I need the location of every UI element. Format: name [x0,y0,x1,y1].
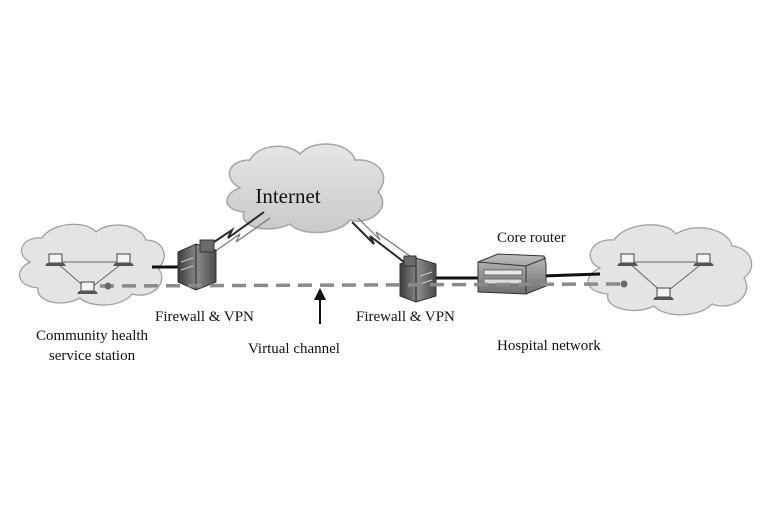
hospital-lan-cloud [587,224,753,316]
laptop-icon [113,253,134,266]
community-station-label-line2: service station [48,348,136,364]
firewall-left-label: Firewall & VPN [155,309,254,325]
virtual-channel-line [99,280,628,290]
community-lan-cloud [19,223,165,306]
firewall-right-label: Firewall & VPN [356,309,455,325]
laptop-icon [77,281,98,294]
firewall-left [177,239,217,291]
community-station-label: Community health service station [22,326,162,366]
wan-links [207,211,411,263]
laptop-icon [653,287,674,300]
internet-cloud [226,143,385,234]
virtual-channel-label: Virtual channel [248,341,340,357]
community-station-label-line1: Community health [35,328,149,344]
internet-label: Internet [255,184,321,208]
virtual-channel-arrow [314,288,326,324]
laptop-icon [45,253,66,266]
laptop-icon [693,253,714,266]
hospital-network-label: Hospital network [497,338,601,354]
laptop-icon [617,253,638,266]
core-router [477,253,547,295]
firewall-right [399,255,437,303]
core-router-label: Core router [497,230,566,246]
